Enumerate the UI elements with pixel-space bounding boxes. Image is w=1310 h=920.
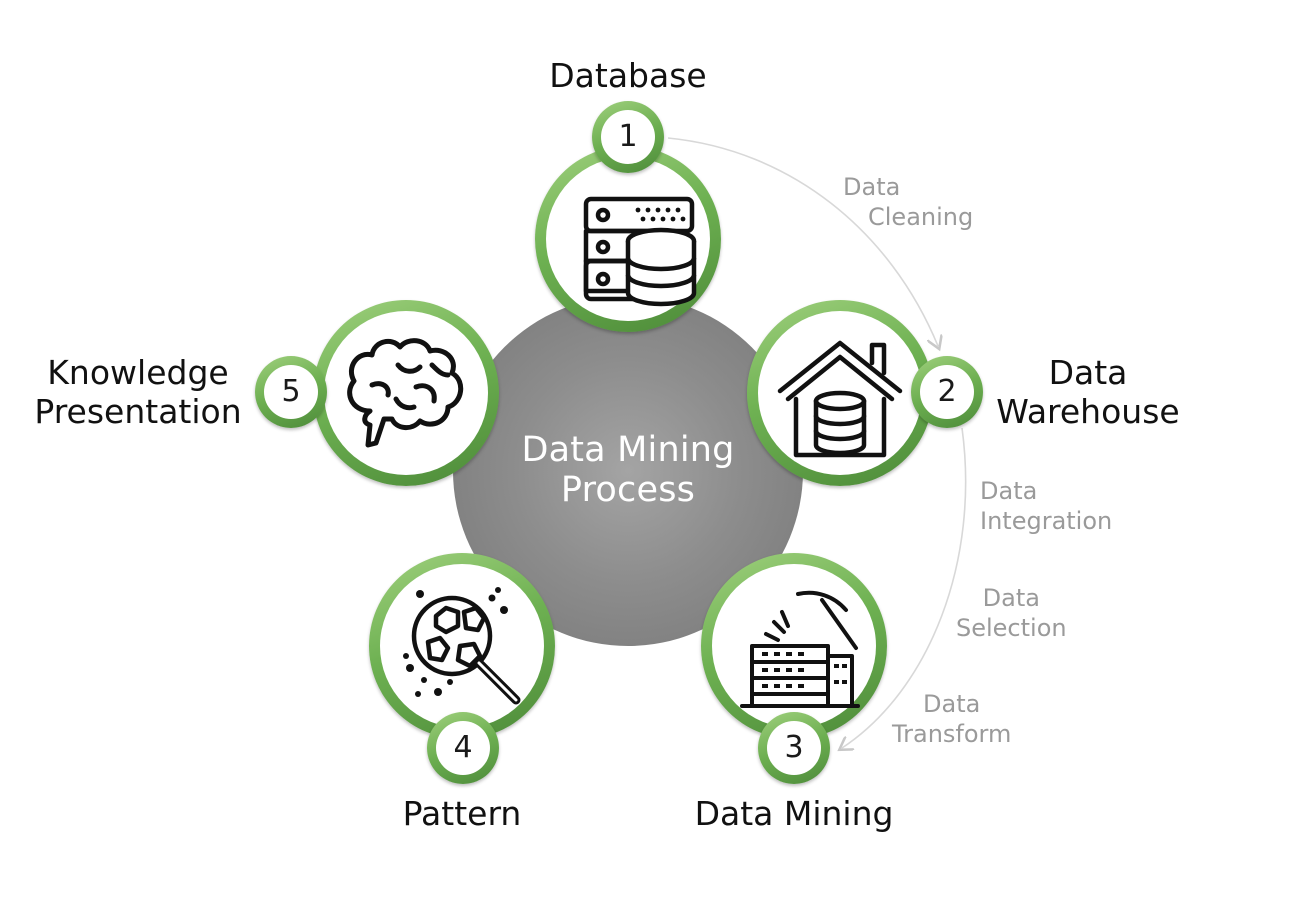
process-data-cleaning-label: Data Cleaning <box>843 172 973 232</box>
process-1-line-2: Cleaning <box>868 203 974 231</box>
process-1-line-1: Data <box>843 173 901 201</box>
step-2-label-line-2: Warehouse <box>996 392 1180 431</box>
step-2-number: 2 <box>920 365 974 419</box>
step-2-badge: 2 <box>911 356 983 428</box>
step-5-badge: 5 <box>255 356 327 428</box>
process-4-line-1: Data <box>923 690 981 718</box>
step-2-label: Data Warehouse <box>988 353 1188 431</box>
process-data-integration-label: Data Integration <box>980 476 1112 536</box>
process-data-transform-label: Data Transform <box>892 689 1011 749</box>
process-2-line-2: Integration <box>980 507 1113 535</box>
step-5-number: 5 <box>264 365 318 419</box>
data-warehouse-icon <box>777 340 903 458</box>
center-title-line-1: Data Mining <box>521 430 735 470</box>
step-3-badge: 3 <box>758 712 830 784</box>
step-3-label-line-1: Data Mining <box>694 794 894 833</box>
step-5-label: Knowledge Presentation <box>18 353 258 431</box>
mining-pickaxe-icon <box>740 590 860 708</box>
step-4-badge: 4 <box>427 712 499 784</box>
process-3-line-2: Selection <box>956 614 1067 642</box>
process-2-line-1: Data <box>980 477 1038 505</box>
step-1-badge: 1 <box>592 101 664 173</box>
database-server-icon <box>583 196 697 307</box>
step-database-node <box>535 146 721 332</box>
step-5-label-line-1: Knowledge <box>47 353 229 392</box>
step-5-label-line-2: Presentation <box>34 392 242 431</box>
step-3-number: 3 <box>767 721 821 775</box>
process-3-line-1: Data <box>982 584 1040 612</box>
arrow-database-to-warehouse <box>667 137 938 346</box>
step-4-label-line-1: Pattern <box>402 794 522 833</box>
step-1-label-line-1: Database <box>549 56 707 95</box>
step-3-label: Data Mining <box>680 794 908 833</box>
step-pattern-node <box>369 553 555 739</box>
brain-icon <box>347 338 464 448</box>
step-4-number: 4 <box>436 721 490 775</box>
center-title-line-2: Process <box>560 470 696 510</box>
pattern-magnifier-icon <box>403 587 521 705</box>
step-1-label: Database <box>528 56 728 95</box>
arrow-warehouse-to-mining <box>842 427 967 748</box>
step-data-mining-node <box>701 553 887 739</box>
step-2-label-line-1: Data <box>1048 353 1128 392</box>
process-data-selection-label: Data Selection <box>956 583 1067 643</box>
step-knowledge-presentation-node <box>313 300 499 486</box>
process-4-line-2: Transform <box>892 720 1012 748</box>
step-4-label: Pattern <box>382 794 542 833</box>
step-1-number: 1 <box>601 110 655 164</box>
center-title: Data Mining Process <box>453 430 803 510</box>
step-data-warehouse-node <box>747 300 933 486</box>
